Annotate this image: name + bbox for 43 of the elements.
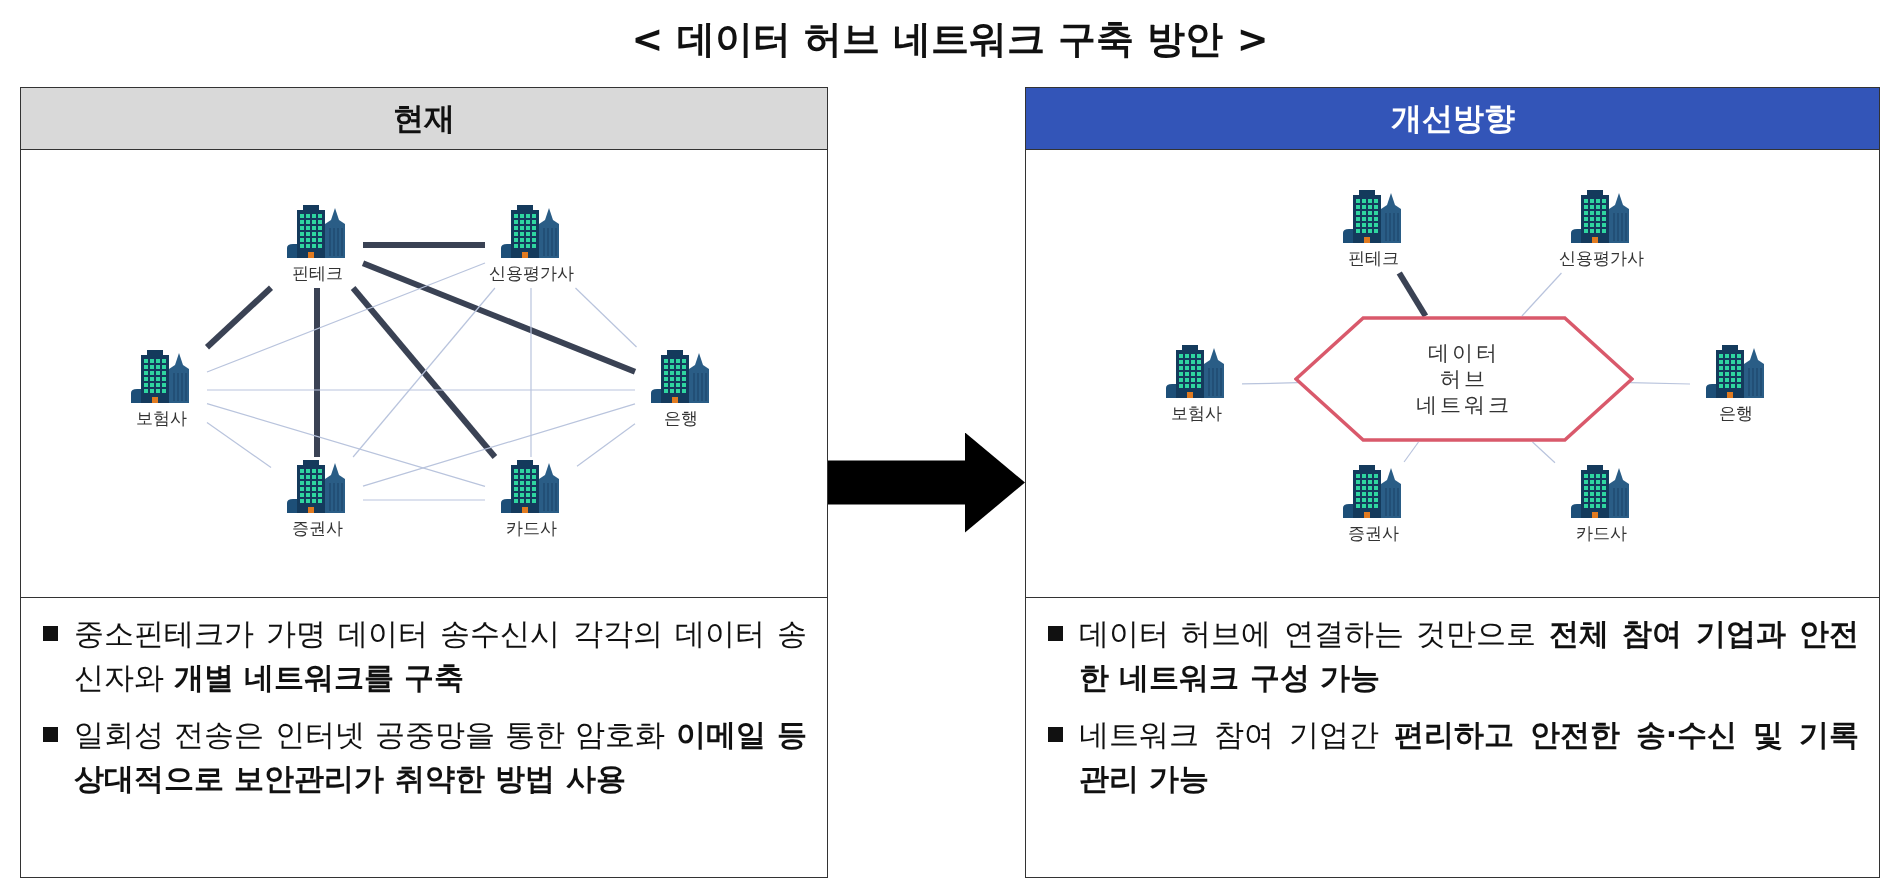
connector-line xyxy=(204,285,274,350)
company-label: 신용평가사 xyxy=(488,262,574,285)
company-label: 핀테크 xyxy=(1347,247,1399,270)
company-label: 카드사 xyxy=(1575,522,1627,545)
connector-line xyxy=(1403,441,1420,463)
connector-line xyxy=(1629,382,1691,385)
company-label: 은행 xyxy=(664,407,698,430)
connector-line xyxy=(1531,441,1556,464)
bullet-text: 중소핀테크가 가명 데이터 송수신시 각각의 데이터 송신자와 개별 네트워크를 구축 xyxy=(74,615,807,697)
company-label: 보험사 xyxy=(135,407,187,430)
hub-label: 데이터 허브 네트워크 xyxy=(1415,339,1513,419)
panel xyxy=(20,87,828,878)
connector-line xyxy=(206,421,272,469)
connector-line xyxy=(363,242,485,248)
connector-line xyxy=(576,423,636,467)
panel xyxy=(1025,87,1880,878)
hexagon-node xyxy=(1294,316,1634,442)
company-label: 증권사 xyxy=(1347,522,1399,545)
connector-line xyxy=(1521,272,1563,317)
connector-line xyxy=(206,403,486,487)
company-label: 은행 xyxy=(1719,402,1753,425)
bullet-text: 데이터 허브에 연결하는 것만으로 전체 참여 기업과 안전한 네트워크 구성 가능 xyxy=(1079,615,1859,697)
company-label: 핀테크 xyxy=(291,262,343,285)
company-label: 카드사 xyxy=(505,517,557,540)
connector-line xyxy=(530,287,532,458)
title: < 데이터 허브 네트워크 구축 방안 > xyxy=(630,16,1270,63)
connector-line xyxy=(574,287,638,348)
connector-line xyxy=(206,389,636,391)
connector-line xyxy=(362,403,636,487)
company-label: 증권사 xyxy=(291,517,343,540)
arrow xyxy=(828,432,1025,533)
panel-header: 현재 xyxy=(21,88,827,150)
connector-line xyxy=(314,288,320,457)
company-label: 신용평가사 xyxy=(1558,247,1644,270)
connector-line xyxy=(206,262,486,373)
connector-line xyxy=(361,260,637,375)
bullet-text: 네트워크 참여 기업간 편리하고 안전한 송·수신 및 기록 관리 가능 xyxy=(1079,716,1859,798)
connector-line xyxy=(1241,382,1299,385)
connector-line xyxy=(362,499,486,501)
connector-line xyxy=(1396,271,1429,318)
bullet-text: 일회성 전송은 인터넷 공중망을 통한 암호화 이메일 등 상대적으로 보안관리가 취약한 방법 사용 xyxy=(74,716,807,798)
panel-header: 개선방향 xyxy=(1026,88,1879,150)
company-label: 보험사 xyxy=(1170,402,1222,425)
